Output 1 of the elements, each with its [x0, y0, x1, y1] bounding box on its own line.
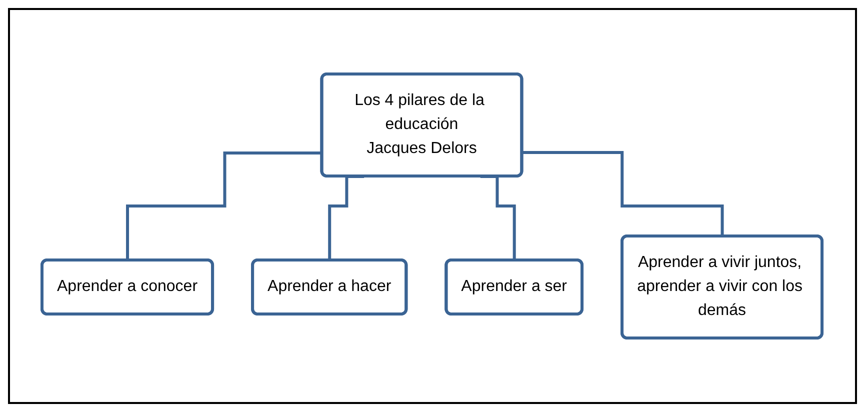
diagram-frame: Los 4 pilares de la educación Jacques Delors Aprender a conocer Aprender a hacer Aprender a ser Aprender a vivir juntos, aprender a vivir con los demás — [8, 8, 857, 404]
